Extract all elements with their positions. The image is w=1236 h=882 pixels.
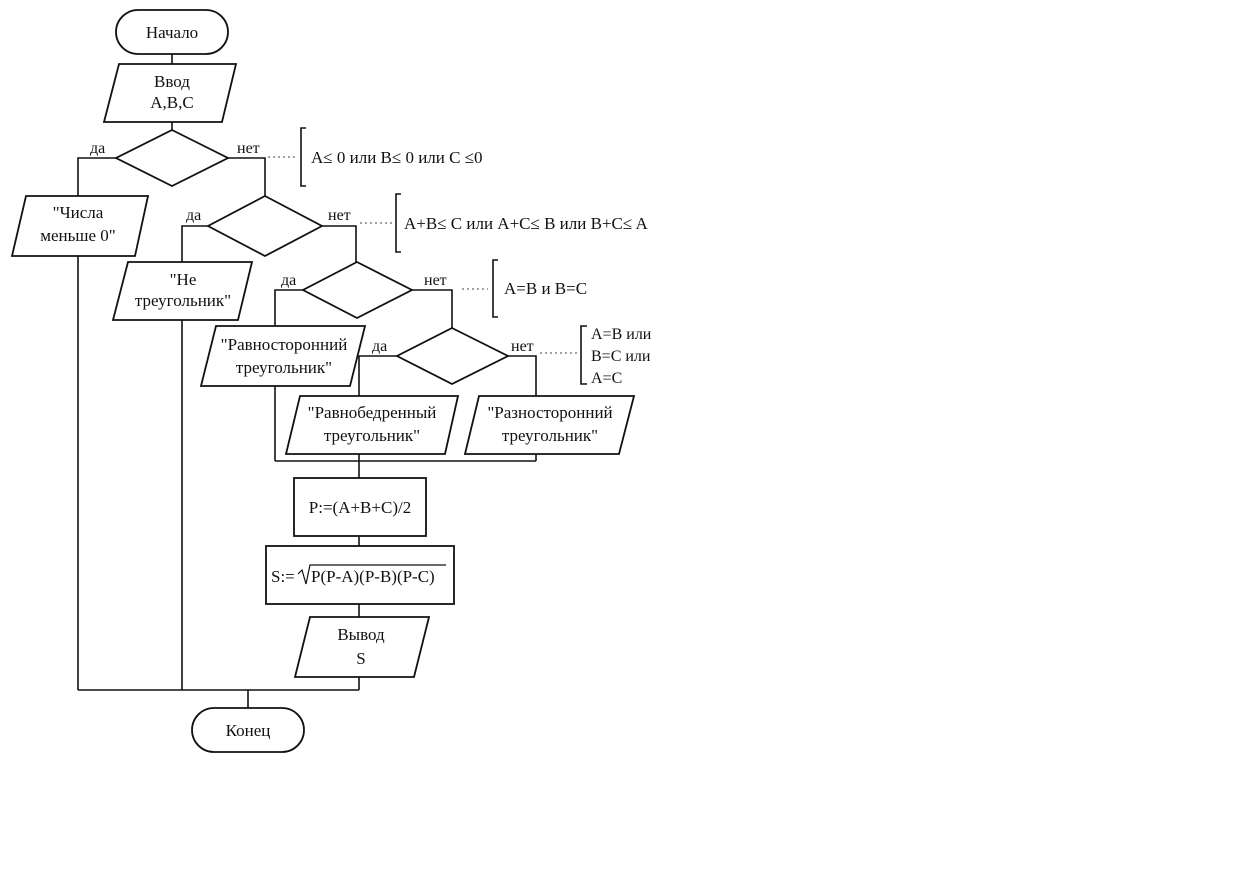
output-scalene-line2: треугольник" <box>502 426 598 445</box>
decision-3-no-label: нет <box>424 272 447 289</box>
calc-s-radicand: P(P-A)(P-B)(P-C) <box>311 567 435 586</box>
decision-2-yes-label: да <box>186 207 201 224</box>
start-label: Начало <box>146 23 198 42</box>
end-terminal: Конец <box>191 707 305 753</box>
output-not-triangle-line1: "Не <box>170 270 197 289</box>
output-isosceles: "Равнобедренный треугольник" <box>284 395 460 455</box>
decision-4-yes-label: да <box>372 338 387 355</box>
output-scalene-line1: "Разносторонний <box>487 403 612 422</box>
input-block: Ввод A,B,C <box>102 63 238 123</box>
output-equilateral-line2: треугольник" <box>236 358 332 377</box>
output-scalene: "Разносторонний треугольник" <box>463 395 636 455</box>
process-calc-p: P:=(A+B+C)/2 <box>293 477 427 537</box>
decision-1-no-label: нет <box>237 140 260 157</box>
sqrt-sign-icon <box>297 564 446 585</box>
input-vars: A,B,C <box>150 93 193 112</box>
output-s: Вывод S <box>293 616 431 678</box>
decision-4: да нет A=B или B=C или A=C <box>372 325 652 387</box>
output-equilateral: "Равносторонний треугольник" <box>199 325 367 387</box>
decision-4-condition-line1: A=B или <box>591 326 652 343</box>
decision-1-yes-label: да <box>90 140 105 157</box>
decision-3: да нет A=B и B=C <box>281 259 587 320</box>
output-not-triangle-line2: треугольник" <box>135 291 231 310</box>
output-negative-line2: меньше 0" <box>40 226 115 245</box>
output-s-line2: S <box>356 649 365 668</box>
output-negative-line1: "Числа <box>53 203 104 222</box>
input-label: Ввод <box>154 72 190 91</box>
decision-2-no-label: нет <box>328 207 351 224</box>
start-terminal: Начало <box>115 9 229 55</box>
calc-p-label: P:=(A+B+C)/2 <box>309 498 411 517</box>
process-calc-s: S:= P(P-A)(P-B)(P-C) <box>265 545 455 605</box>
decision-4-no-label: нет <box>511 338 534 355</box>
decision-3-condition: A=B и B=C <box>504 279 587 298</box>
output-negative: "Числа меньше 0" <box>10 195 150 257</box>
end-label: Конец <box>226 721 271 740</box>
decision-4-condition-line2: B=C или <box>591 348 651 365</box>
connectors <box>77 54 537 708</box>
output-equilateral-line1: "Равносторонний <box>221 335 348 354</box>
calc-s-prefix: S:= <box>271 567 295 586</box>
decision-1: да нет A≤ 0 или B≤ 0 или C ≤0 <box>90 127 483 188</box>
decision-4-condition-line3: A=C <box>591 370 622 387</box>
output-isosceles-line1: "Равнобедренный <box>308 403 437 422</box>
output-isosceles-line2: треугольник" <box>324 426 420 445</box>
decision-1-condition: A≤ 0 или B≤ 0 или C ≤0 <box>311 148 483 167</box>
decision-3-yes-label: да <box>281 272 296 289</box>
decision-2-condition: A+B≤ C или A+C≤ B или B+C≤ A <box>404 214 649 233</box>
decision-2: да нет A+B≤ C или A+C≤ B или B+C≤ A <box>186 193 649 258</box>
output-not-triangle: "Не треугольник" <box>111 261 254 321</box>
output-s-line1: Вывод <box>337 625 385 644</box>
